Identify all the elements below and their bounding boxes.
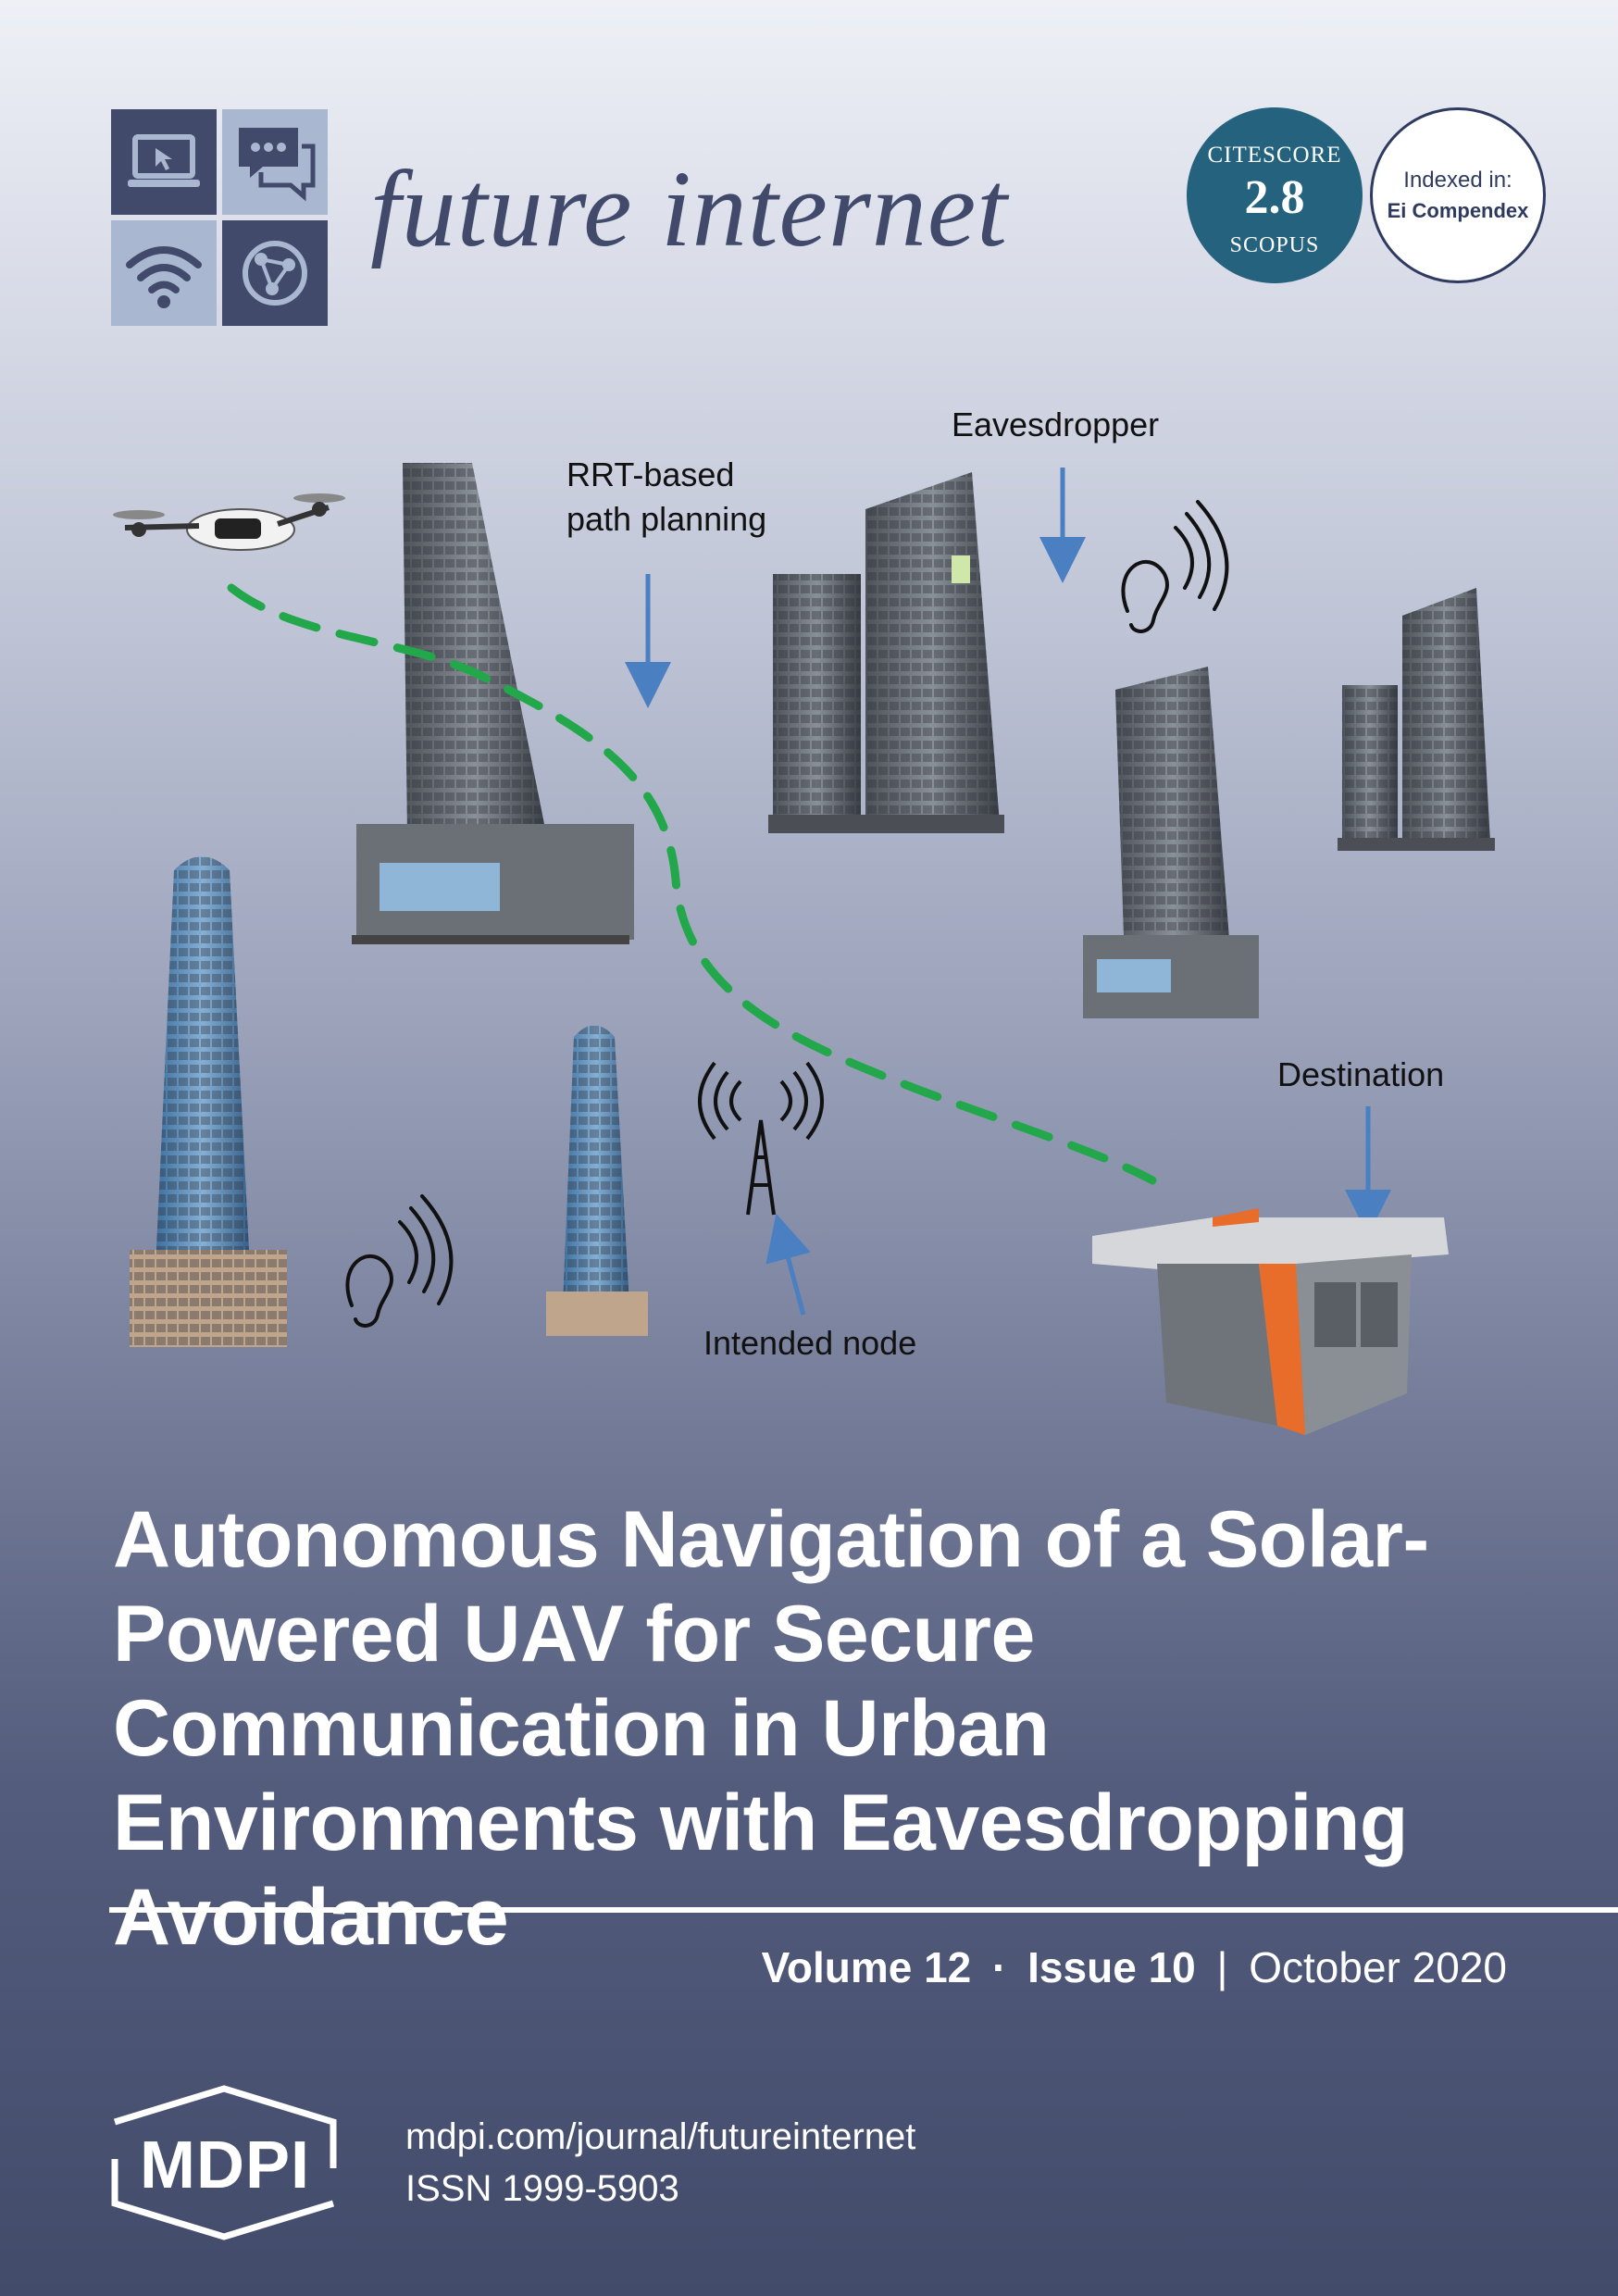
ear-icon-eavesdropper-bottom — [345, 1194, 454, 1328]
laptop-icon-tile — [111, 109, 217, 215]
ear-icon-eavesdropper-top — [1121, 500, 1229, 633]
article-title: Autonomous Navigation of a Solar-Powered… — [113, 1495, 1429, 1962]
citescore-badge[interactable]: CITESCORE 2.8 SCOPUS — [1187, 107, 1363, 283]
label-intended-node: Intended node — [703, 1324, 917, 1362]
uav-drone — [113, 493, 345, 551]
label-rrt-line1: RRT-based — [566, 455, 735, 493]
issue-date-separator: | — [1216, 1943, 1228, 1991]
building-twin-towers-center — [768, 472, 1004, 833]
building-tall-gray — [352, 463, 634, 944]
mdpi-hexagon-icon — [111, 2085, 337, 2240]
title-divider — [109, 1907, 1618, 1913]
indexed-label: Indexed in: — [1403, 168, 1512, 193]
network-globe-icon — [243, 241, 307, 306]
volume-number: Volume 12 — [761, 1943, 972, 1991]
building-glass-skyscraper-small — [546, 1025, 648, 1336]
mdpi-logo[interactable]: MDPI — [109, 2085, 339, 2240]
issue-date: October 2020 — [1249, 1943, 1507, 1991]
citescore-label: CITESCORE — [1207, 143, 1342, 168]
label-eavesdropper: Eavesdropper — [952, 406, 1160, 443]
issue-info: Volume 12 · Issue 10 | October 2020 — [762, 1942, 1507, 1992]
illustration-canvas — [113, 463, 1495, 1435]
building-twin-towers-right — [1338, 588, 1495, 851]
cover-illustration: RRT-based path planning Eavesdropper Des… — [0, 389, 1618, 1444]
antenna-tower-icon — [698, 1061, 824, 1216]
building-tower-right — [1083, 667, 1259, 1018]
indexed-database-name: Ei Compendex — [1387, 199, 1529, 222]
chat-icon-tile — [222, 109, 328, 215]
label-rrt-line2: path planning — [566, 500, 767, 538]
citescore-value: 2.8 — [1244, 171, 1305, 224]
wifi-icon-tile — [111, 220, 217, 326]
journal-title: future internet — [370, 148, 1009, 269]
issue-number: Issue 10 — [1027, 1943, 1196, 1991]
volume-issue-separator: · — [992, 1943, 1007, 1991]
arrow-intended-node — [765, 1213, 811, 1316]
citescore-source: SCOPUS — [1229, 233, 1320, 257]
chat-bubble-icon — [239, 128, 316, 202]
wifi-icon — [126, 246, 202, 308]
network-globe-icon-tile — [222, 220, 328, 326]
journal-url-link[interactable]: mdpi.com/journal/futureinternet — [405, 2116, 916, 2157]
mdpi-wordmark: MDPI — [140, 2128, 310, 2202]
uav-path-dashed — [227, 583, 1157, 1185]
journal-logo-grid — [111, 109, 328, 326]
laptop-icon — [128, 134, 200, 187]
label-destination: Destination — [1277, 1055, 1445, 1093]
issn-number: ISSN 1999-5903 — [405, 2168, 679, 2209]
building-glass-skyscraper-left — [130, 856, 287, 1347]
indexed-in-badge[interactable]: Indexed in: Ei Compendex — [1370, 107, 1546, 283]
destination-ground-station — [1092, 1208, 1449, 1435]
